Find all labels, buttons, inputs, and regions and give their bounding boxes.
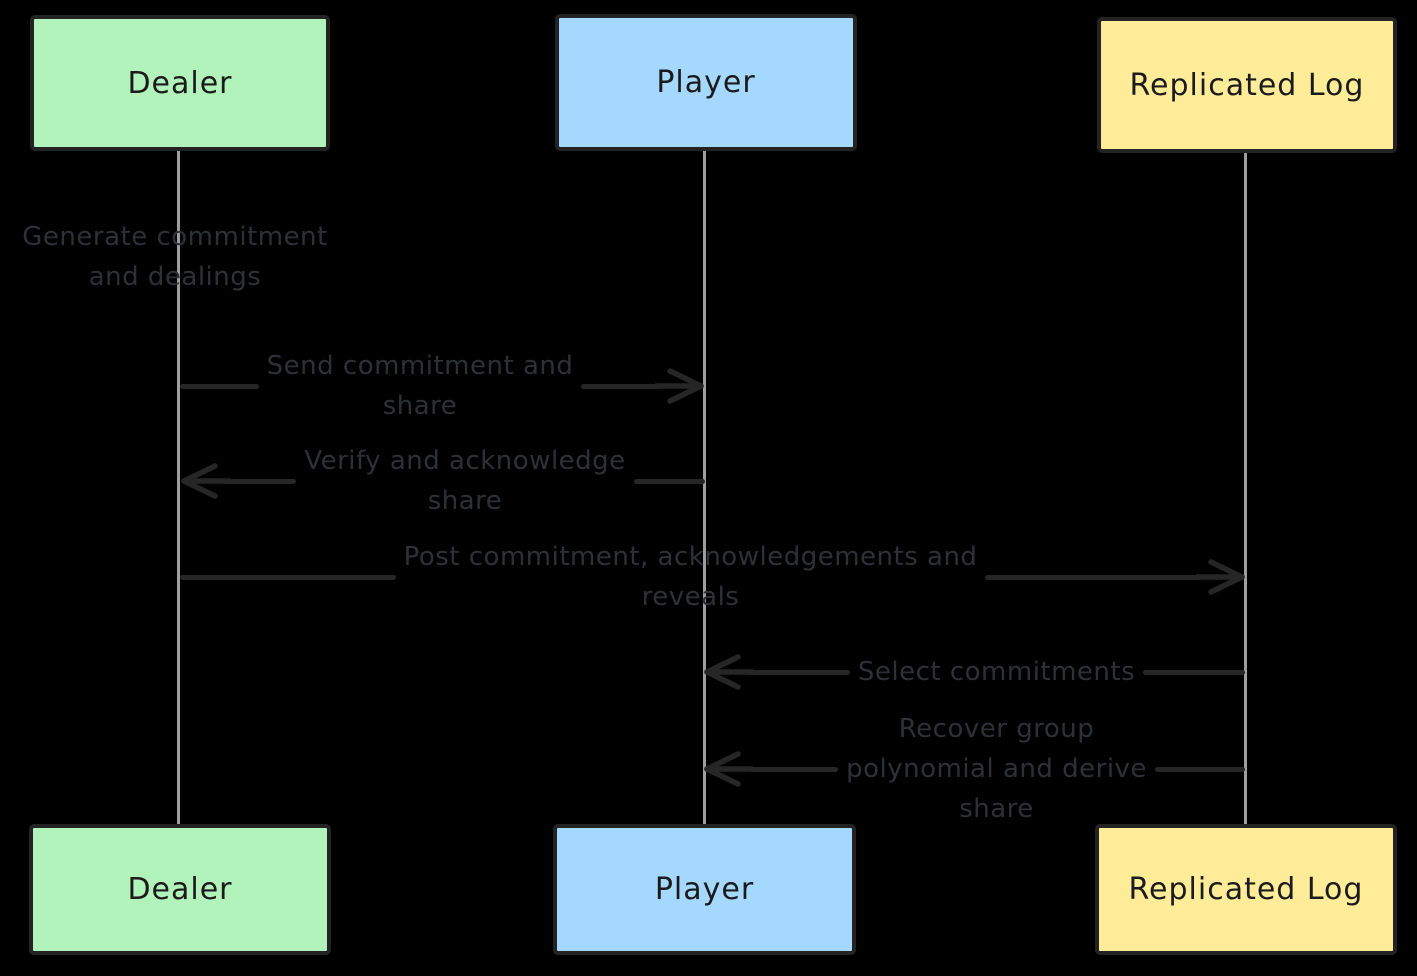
actor-label-player-top: Player [656, 65, 756, 100]
message-line: polynomial and derive [846, 754, 1147, 784]
message-line: and dealings [88, 262, 262, 292]
actor-box-dealer-top: Dealer [30, 15, 330, 151]
message-send-commitment-and-share: Send commitment and share [180, 346, 705, 426]
arrow-line [180, 383, 259, 389]
message-line: share [427, 486, 503, 516]
arrowhead-left-icon [704, 751, 753, 787]
message-line: Send commitment and [266, 351, 574, 381]
actor-label-replicated-log-bottom: Replicated Log [1128, 872, 1364, 907]
message-recover-group-polynomial: Recover group polynomial and derive shar… [703, 709, 1246, 829]
actor-box-player-top: Player [555, 14, 857, 151]
message-label: Post commitment, acknowledgements and re… [396, 537, 986, 617]
arrowhead-right-icon [1196, 559, 1245, 595]
message-post-commitment-acknowledgements-reveals: Post commitment, acknowledgements and re… [180, 537, 1246, 617]
message-line: Post commitment, acknowledgements and [403, 542, 978, 572]
message-select-commitments: Select commitments [703, 650, 1246, 694]
message-line: Verify and acknowledge [304, 446, 626, 476]
arrow-line [1143, 669, 1246, 675]
arrow-line [633, 478, 705, 484]
actor-label-dealer-top: Dealer [127, 65, 233, 101]
arrow-line [180, 574, 396, 580]
message-verify-and-acknowledge-share: Verify and acknowledge share [180, 441, 705, 521]
lifeline-player [703, 151, 706, 826]
message-line: reveals [641, 582, 740, 612]
arrow-line [985, 574, 1201, 580]
lifeline-replicated-log [1244, 153, 1247, 826]
arrow-line [1154, 766, 1246, 772]
message-line: share [959, 794, 1034, 824]
arrowhead-left-icon [704, 654, 753, 690]
arrow-line [748, 669, 850, 675]
actor-box-replicated-log-top: Replicated Log [1097, 17, 1397, 153]
message-line: Select commitments [857, 657, 1136, 687]
arrow-line [581, 383, 661, 389]
actor-box-player-bottom: Player [553, 824, 856, 955]
arrowhead-left-icon [181, 463, 230, 499]
message-label: Select commitments [850, 652, 1143, 692]
message-line: share [382, 391, 458, 421]
message-label: Verify and acknowledge share [296, 441, 633, 521]
actor-label-dealer-bottom: Dealer [127, 872, 233, 907]
actor-box-dealer-bottom: Dealer [29, 824, 331, 955]
message-note-generate-commitment: Generate commitment and dealings [10, 217, 340, 297]
actor-box-replicated-log-bottom: Replicated Log [1095, 824, 1397, 955]
message-label: Send commitment and share [259, 346, 582, 426]
arrow-line [748, 766, 839, 772]
actor-label-replicated-log-top: Replicated Log [1129, 67, 1365, 103]
message-label: Recover group polynomial and derive shar… [838, 709, 1155, 829]
arrowhead-right-icon [655, 368, 704, 404]
message-line: Generate commitment [22, 222, 328, 252]
lifeline-dealer [177, 151, 180, 826]
actor-label-player-bottom: Player [654, 872, 755, 907]
message-line: Recover group [898, 714, 1095, 744]
arrow-line [225, 478, 297, 484]
